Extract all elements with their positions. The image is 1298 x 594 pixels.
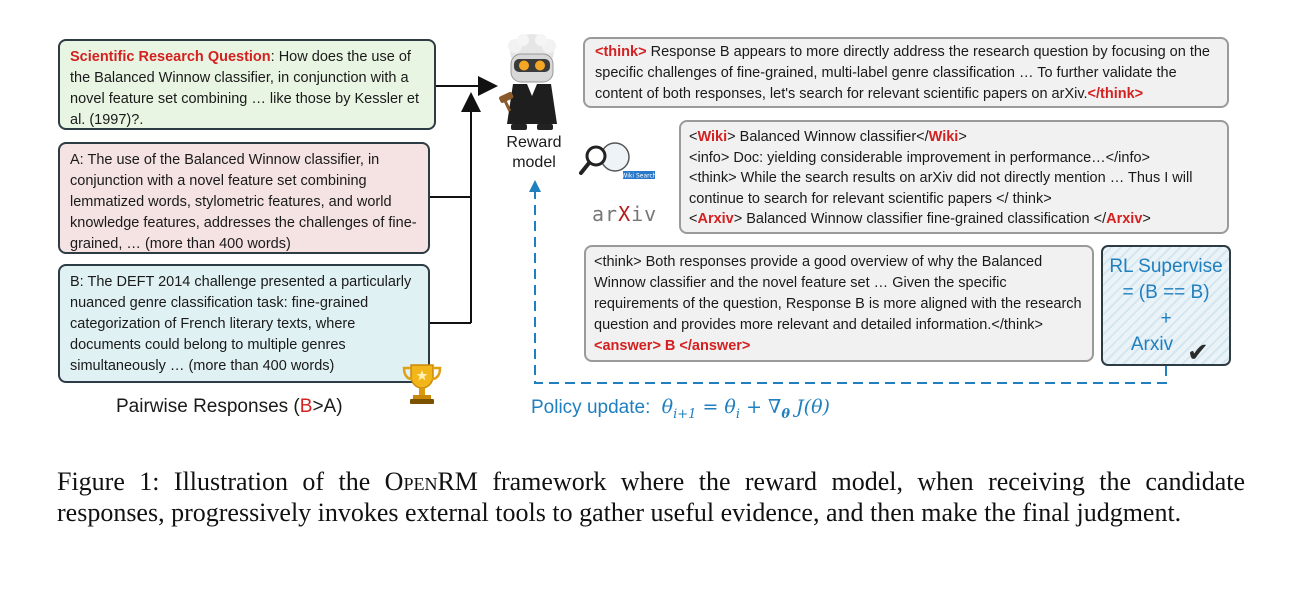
think-box-1: <think> Response B appears to more direc… (583, 37, 1229, 108)
final-judgment-box: <think> Both responses provide a good ov… (584, 245, 1094, 362)
think-close-tag: </think> (1087, 86, 1144, 102)
question-text: : How does the use of the Balanced Winno… (70, 49, 419, 128)
pairwise-responses-label: Pairwise Responses (B>A) (116, 396, 343, 418)
think-open-tag: <think> (595, 44, 647, 60)
question-box: Scientific Research Question: How does t… (58, 39, 436, 130)
response-connectors (430, 76, 498, 324)
rl-supervise-box: RL Supervise = (B == B) + Arxiv (1101, 245, 1231, 366)
policy-update-label: Policy update: θi+1 = θi + ∇θ J(θ) (531, 396, 830, 422)
checkmark-icon: ✔ (1187, 337, 1209, 367)
pairwise-rest: >A) (312, 396, 343, 417)
arxiv-logo-post: iv (631, 202, 658, 226)
caption-prefix: Figure 1: Illustration of the (57, 467, 385, 496)
wiki-query: > Balanced Winnow classifier</ (727, 129, 929, 145)
policy-label: Policy update: (531, 397, 651, 418)
wiki-logo-text: Wiki Search (621, 173, 656, 180)
arxiv-logo-pre: ar (592, 202, 619, 226)
final-think-text: <think> Both responses provide a good ov… (594, 254, 1082, 333)
wiki-close-tag: Wiki (928, 129, 959, 145)
trophy-icon (402, 364, 442, 404)
policy-update-loop (534, 186, 1167, 384)
tool-think-line-2: continue to search for relevant scientif… (689, 190, 1052, 207)
rl-line-3: + (1160, 308, 1172, 329)
pairwise-b: B (299, 396, 313, 417)
response-b-box: B: The DEFT 2014 challenge presented a p… (58, 264, 430, 383)
response-b-text: B: The DEFT 2014 challenge presented a p… (70, 274, 412, 374)
caption-rest: framework where the reward model, when r… (57, 467, 1246, 527)
rl-line-2: = (B == B) (1122, 282, 1210, 303)
think-1-text: Response B appears to more directly addr… (595, 44, 1210, 102)
arxiv-line: <Arxiv> Balanced Winnow classifier fine-… (689, 211, 1151, 227)
loop-arrowhead (529, 180, 541, 192)
rl-line-4: Arxiv (1130, 334, 1174, 355)
caption-name: OpenRM (384, 467, 478, 496)
policy-formula: θi+1 = θi + ∇θ J(θ) (661, 396, 830, 422)
arxiv-close-tag: Arxiv (1106, 211, 1143, 227)
arxiv-query: > Balanced Winnow classifier fine-graine… (733, 211, 1107, 227)
figure-caption: Figure 1: Illustration of the OpenRM fra… (57, 466, 1245, 528)
arxiv-logo-icon: arXiv (592, 202, 657, 226)
reward-model-label: Reward model (506, 134, 562, 171)
wiki-open-tag: Wiki (697, 129, 728, 145)
response-a-box: A: The use of the Balanced Winnow classi… (58, 142, 430, 254)
response-a-text: A: The use of the Balanced Winnow classi… (70, 152, 417, 252)
tool-think-line-1: <think> While the search results on arXi… (689, 170, 1193, 186)
arxiv-logo-x: X (618, 202, 632, 226)
pairwise-prefix: Pairwise Responses ( (116, 396, 300, 417)
question-label: Scientific Research Question (70, 49, 271, 65)
tool-calls-box: <Wiki> Balanced Winnow classifier</Wiki>… (679, 120, 1229, 234)
arxiv-open-tag: Arxiv (697, 211, 734, 227)
wiki-line: <Wiki> Balanced Winnow classifier</Wiki> (689, 129, 967, 145)
info-line: <info> Doc: yielding considerable improv… (689, 149, 1151, 166)
rl-line-1: RL Supervise (1109, 256, 1223, 277)
wiki-search-icon: Wiki Search (579, 142, 657, 180)
answer-tag: <answer> B </answer> (594, 338, 751, 354)
reward-model-robot-icon (499, 34, 557, 130)
